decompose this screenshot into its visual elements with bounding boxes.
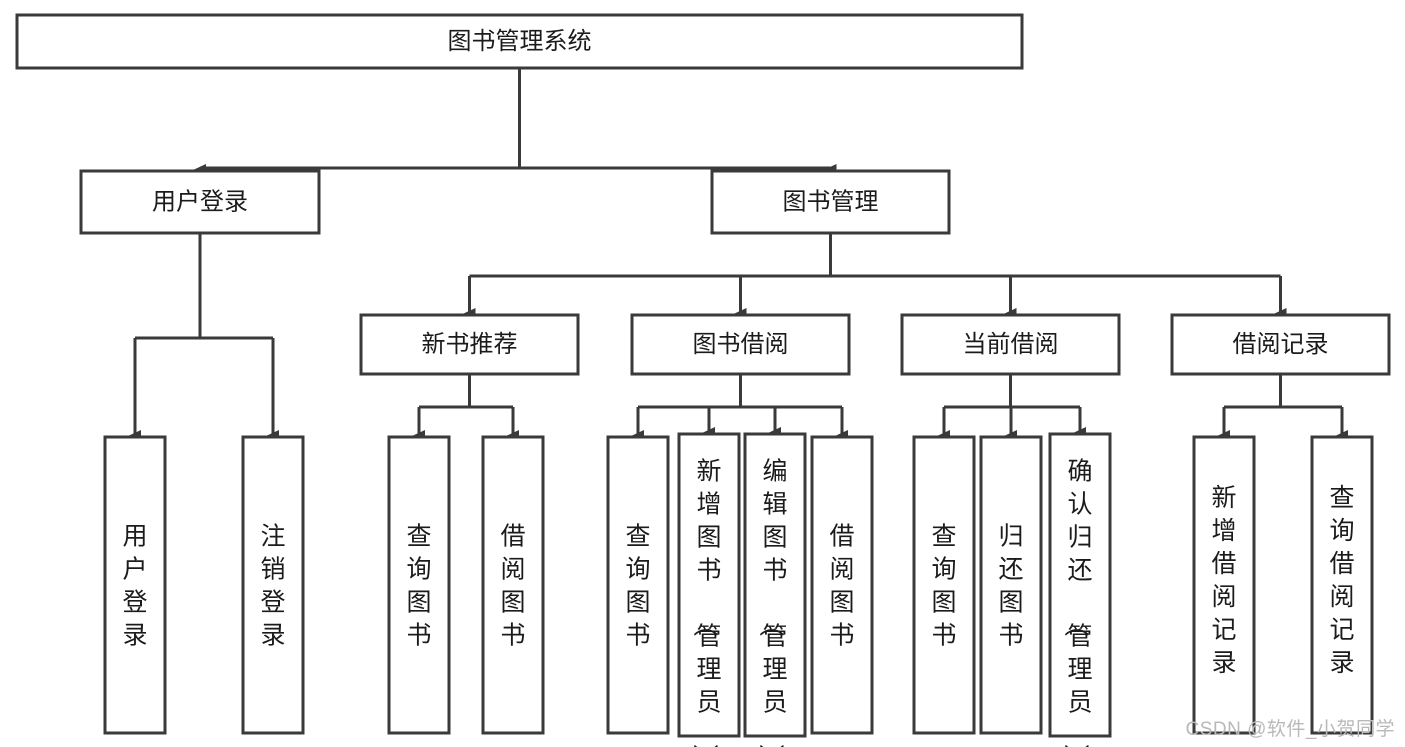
node-box-leaf-user-login <box>103 435 167 735</box>
node-label-root: 图书管理系统 <box>448 28 592 55</box>
edge-group-book-management <box>462 233 1287 320</box>
node-leaf-query-book-current[interactable]: 查询图书 <box>912 435 976 735</box>
node-box-leaf-borrow-book-recommend <box>481 435 545 735</box>
node-box-leaf-query-book-borrow <box>606 435 670 735</box>
node-box-root <box>15 13 1024 70</box>
node-current-borrow[interactable]: 当前借阅 <box>900 313 1121 376</box>
node-box-leaf-add-borrow-record <box>1192 435 1256 735</box>
node-leaf-user-login[interactable]: 用户登录 <box>103 435 167 735</box>
node-user-login[interactable]: 用户登录 <box>79 169 321 235</box>
node-leaf-borrow-book-borrow[interactable]: 借阅图书 <box>810 435 874 735</box>
node-label-leaf-query-book-borrow: 查询图书 <box>625 523 650 650</box>
node-label-borrow-record: 借阅记录 <box>1233 331 1329 358</box>
edge-group-root <box>193 68 837 176</box>
node-box-leaf-query-book-current <box>912 435 976 735</box>
node-boxes: 图书管理系统用户登录图书管理新书推荐图书借阅当前借阅借阅记录用户登录注销登录查询… <box>15 13 1391 747</box>
node-label-leaf-borrow-book-recommend: 借阅图书 <box>500 523 525 650</box>
edge-group-current-borrow <box>937 374 1086 442</box>
node-label-leaf-query-book-current: 查询图书 <box>931 523 956 650</box>
node-box-borrow-record <box>1170 313 1391 376</box>
node-leaf-return-book[interactable]: 归还图书 <box>979 435 1043 735</box>
edge-group-borrow-record <box>1217 374 1348 442</box>
node-label-user-login: 用户登录 <box>152 188 248 215</box>
node-leaf-add-book-admin[interactable]: 新增图书（管理员） <box>677 432 741 747</box>
node-box-leaf-confirm-return-admin <box>1048 432 1112 738</box>
node-leaf-user-logout[interactable]: 注销登录 <box>241 435 305 735</box>
node-leaf-borrow-book-recommend[interactable]: 借阅图书 <box>481 435 545 735</box>
node-label-book-borrow: 图书借阅 <box>693 331 789 358</box>
node-root[interactable]: 图书管理系统 <box>15 13 1024 70</box>
node-borrow-record[interactable]: 借阅记录 <box>1170 313 1391 376</box>
node-box-leaf-return-book <box>979 435 1043 735</box>
node-box-leaf-edit-book-admin <box>743 432 807 738</box>
node-label-leaf-user-logout: 注销登录 <box>260 523 285 650</box>
node-box-leaf-user-logout <box>241 435 305 735</box>
node-leaf-query-book-borrow[interactable]: 查询图书 <box>606 435 670 735</box>
node-leaf-query-borrow-record[interactable]: 查询借阅记录 <box>1310 435 1374 735</box>
node-box-book-management <box>710 169 951 235</box>
node-label-leaf-edit-book-admin: 编辑图书（管理员） <box>756 458 787 747</box>
node-label-leaf-add-borrow-record: 新增借阅记录 <box>1211 484 1236 677</box>
node-box-leaf-add-book-admin <box>677 432 741 738</box>
node-label-new-book-recommend: 新书推荐 <box>422 331 518 358</box>
node-leaf-confirm-return-admin[interactable]: 确认归还（管理员） <box>1048 432 1112 747</box>
node-label-leaf-user-login: 用户登录 <box>122 523 147 650</box>
node-label-leaf-return-book: 归还图书 <box>998 523 1023 650</box>
edge-group-book-borrow <box>631 374 848 442</box>
node-box-leaf-query-book-recommend <box>387 435 451 735</box>
node-box-leaf-query-borrow-record <box>1310 435 1374 735</box>
node-book-borrow[interactable]: 图书借阅 <box>630 313 851 376</box>
node-label-leaf-borrow-book-borrow: 借阅图书 <box>829 523 854 650</box>
node-label-leaf-confirm-return-admin: 确认归还（管理员） <box>1061 458 1092 747</box>
edge-group-user-login <box>128 233 279 442</box>
node-box-leaf-borrow-book-borrow <box>810 435 874 735</box>
node-book-management[interactable]: 图书管理 <box>710 169 951 235</box>
node-label-leaf-query-book-recommend: 查询图书 <box>406 523 431 650</box>
csdn-watermark: CSDN @软件_小贺同学 <box>1185 719 1395 740</box>
node-box-book-borrow <box>630 313 851 376</box>
node-leaf-query-book-recommend[interactable]: 查询图书 <box>387 435 451 735</box>
node-leaf-edit-book-admin[interactable]: 编辑图书（管理员） <box>743 432 807 747</box>
node-box-user-login <box>79 169 321 235</box>
node-label-book-management: 图书管理 <box>783 188 879 215</box>
node-leaf-add-borrow-record[interactable]: 新增借阅记录 <box>1192 435 1256 735</box>
connector-lines <box>128 68 1348 442</box>
node-box-new-book-recommend <box>359 313 580 376</box>
node-new-book-recommend[interactable]: 新书推荐 <box>359 313 580 376</box>
node-label-leaf-add-book-admin: 新增图书（管理员） <box>690 458 721 747</box>
node-label-leaf-query-borrow-record: 查询借阅记录 <box>1329 484 1354 677</box>
node-label-current-borrow: 当前借阅 <box>963 331 1059 358</box>
node-box-current-borrow <box>900 313 1121 376</box>
edge-group-new-book-recommend <box>412 374 519 442</box>
